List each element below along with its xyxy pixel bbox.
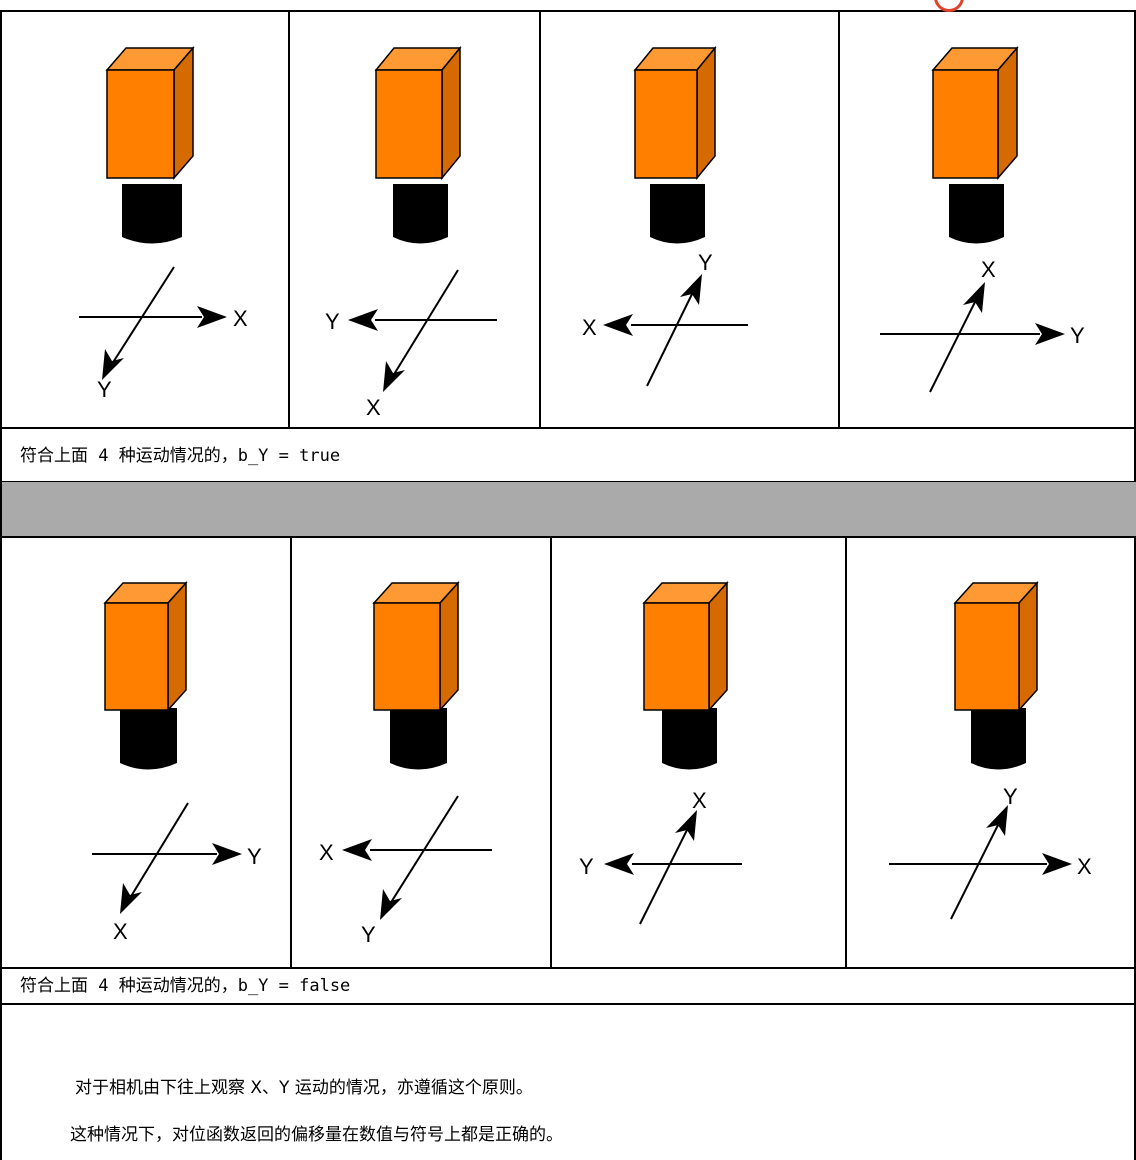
axis-arrows bbox=[348, 269, 497, 392]
camera-icon bbox=[953, 581, 1039, 770]
axis-label-horizontal: Y bbox=[325, 309, 340, 334]
note-line-2: 这种情况下，对位函数返回的偏移量在数值与符号上都是正确的。 bbox=[70, 1125, 563, 1145]
axis-label-diagonal: X bbox=[981, 257, 996, 282]
axis-arrows bbox=[92, 802, 242, 914]
row1-divider-1 bbox=[288, 12, 290, 428]
axis-label-horizontal: X bbox=[233, 306, 248, 331]
axis-label-horizontal: Y bbox=[579, 854, 594, 879]
row1-divider-2 bbox=[539, 12, 541, 428]
axis-label-diagonal: X bbox=[113, 919, 128, 944]
axis-arrows bbox=[603, 274, 748, 387]
camera-icon bbox=[372, 581, 460, 770]
axis-arrows bbox=[889, 805, 1072, 920]
row1-cell-4: Y X bbox=[840, 12, 1134, 427]
axis-label-diagonal: Y bbox=[97, 377, 112, 402]
band-bottom-rule bbox=[0, 536, 1136, 538]
camera-axis-diagram: Y X bbox=[880, 45, 1085, 393]
row1-bottom-rule bbox=[0, 427, 1136, 429]
camera-icon bbox=[642, 581, 729, 770]
row2-divider-2 bbox=[550, 537, 552, 968]
note-line-1: 对于相机由下往上观察 X、Y 运动的情况，亦遵循这个原则。 bbox=[75, 1078, 533, 1098]
camera-icon bbox=[105, 45, 195, 244]
axis-label-horizontal: X bbox=[1077, 854, 1092, 879]
separator-band bbox=[2, 482, 1136, 536]
caption-b-y-false: 符合上面 4 种运动情况的，b_Y = false bbox=[20, 976, 351, 996]
row2-divider-3 bbox=[845, 537, 847, 968]
camera-icon bbox=[633, 45, 717, 244]
axis-label-diagonal: Y bbox=[361, 922, 376, 947]
corner-logo-mark bbox=[934, 0, 964, 12]
camera-icon bbox=[931, 45, 1019, 244]
caption-b-y-true: 符合上面 4 种运动情况的，b_Y = true bbox=[20, 446, 341, 466]
axis-label-horizontal: Y bbox=[247, 844, 262, 869]
row2-cell-2: X Y bbox=[292, 538, 550, 967]
row2-cell-1: Y X bbox=[2, 538, 290, 967]
camera-axis-diagram: Y X bbox=[579, 581, 742, 925]
camera-icon bbox=[103, 581, 188, 770]
axis-label-horizontal: X bbox=[582, 315, 597, 340]
row1-cell-2: Y X bbox=[290, 12, 539, 427]
axis-arrows bbox=[880, 282, 1065, 393]
row1-divider-3 bbox=[838, 12, 840, 428]
row2-divider-1 bbox=[290, 537, 292, 968]
camera-axis-diagram: X Y bbox=[79, 45, 248, 402]
axis-label-diagonal: Y bbox=[698, 250, 713, 275]
row1-cell-1: X Y bbox=[2, 12, 288, 427]
camera-axis-diagram: Y X bbox=[325, 45, 497, 420]
caption2-bottom-rule bbox=[0, 1003, 1136, 1005]
row1-cell-3: X Y bbox=[541, 12, 838, 427]
row2-cell-3: Y X bbox=[552, 538, 845, 967]
table-right-border bbox=[1134, 12, 1136, 1160]
camera-axis-diagram: X Y bbox=[319, 581, 492, 947]
camera-icon bbox=[374, 45, 462, 244]
axis-label-horizontal: Y bbox=[1070, 323, 1085, 348]
camera-axis-diagram: X Y bbox=[582, 45, 748, 387]
row2-bottom-rule bbox=[0, 967, 1136, 969]
axis-arrows bbox=[79, 266, 227, 380]
axis-arrows bbox=[342, 795, 492, 920]
axis-label-horizontal: X bbox=[319, 840, 334, 865]
camera-axis-diagram: X Y bbox=[889, 581, 1092, 920]
table-left-border bbox=[0, 12, 2, 1160]
axis-label-diagonal: Y bbox=[1003, 784, 1018, 809]
camera-axis-diagram: Y X bbox=[92, 581, 262, 944]
header-rule bbox=[0, 10, 1136, 12]
axis-label-diagonal: X bbox=[366, 395, 381, 420]
row2-cell-4: X Y bbox=[847, 538, 1134, 967]
axis-arrows bbox=[604, 810, 742, 925]
axis-label-diagonal: X bbox=[692, 788, 707, 813]
